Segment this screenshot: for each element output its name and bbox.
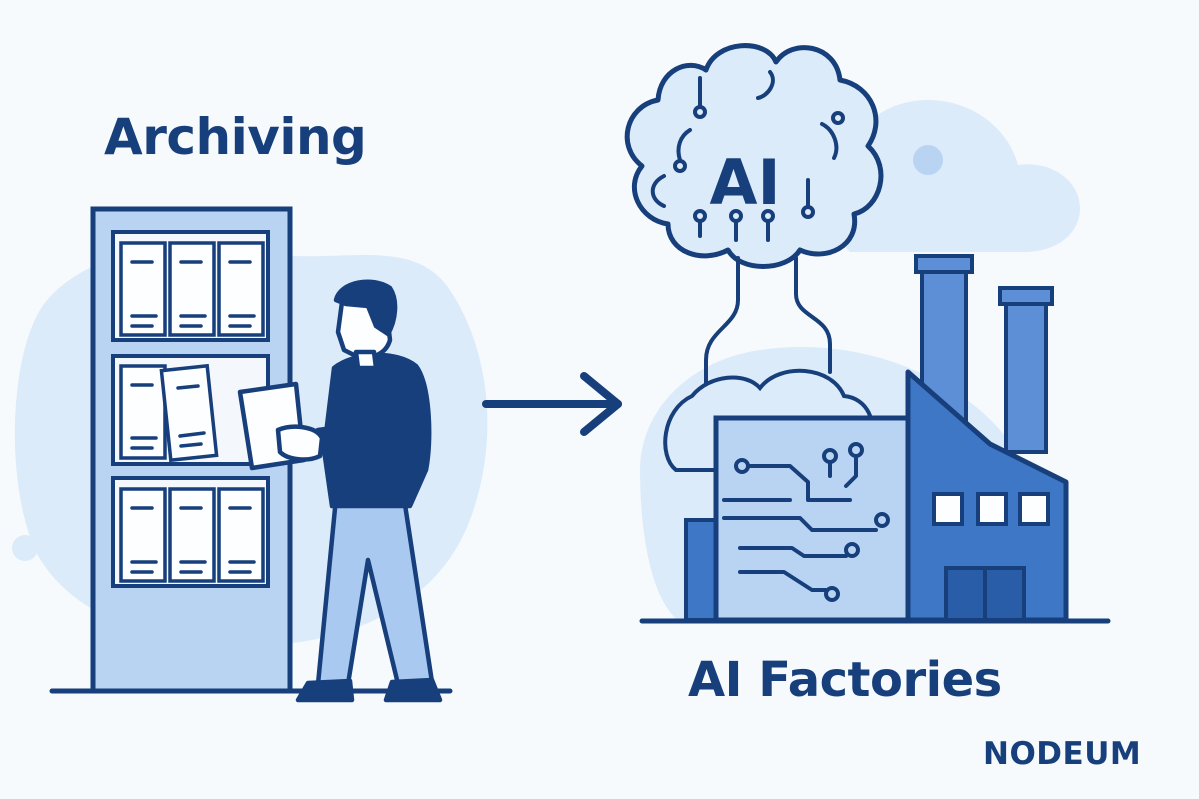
factory-windows — [932, 492, 1050, 526]
background-dot-cloud — [913, 145, 943, 175]
archive-binders — [119, 241, 265, 583]
transition-arrow — [482, 372, 622, 436]
ai-factories-title: AI Factories — [688, 652, 1002, 708]
right-background-cloud — [839, 100, 1080, 252]
circuit-traces — [722, 442, 890, 602]
brain-cables — [704, 256, 832, 402]
factory-door — [944, 566, 1026, 622]
chimney-right — [1004, 300, 1048, 454]
background-dot-small — [12, 535, 38, 561]
archiving-title: Archiving — [104, 108, 367, 166]
brain-ai-label: AI — [709, 146, 780, 219]
ai-brain: AI — [624, 43, 884, 269]
person-figure — [237, 279, 443, 703]
nodeum-brand: NODEUM — [983, 736, 1142, 772]
